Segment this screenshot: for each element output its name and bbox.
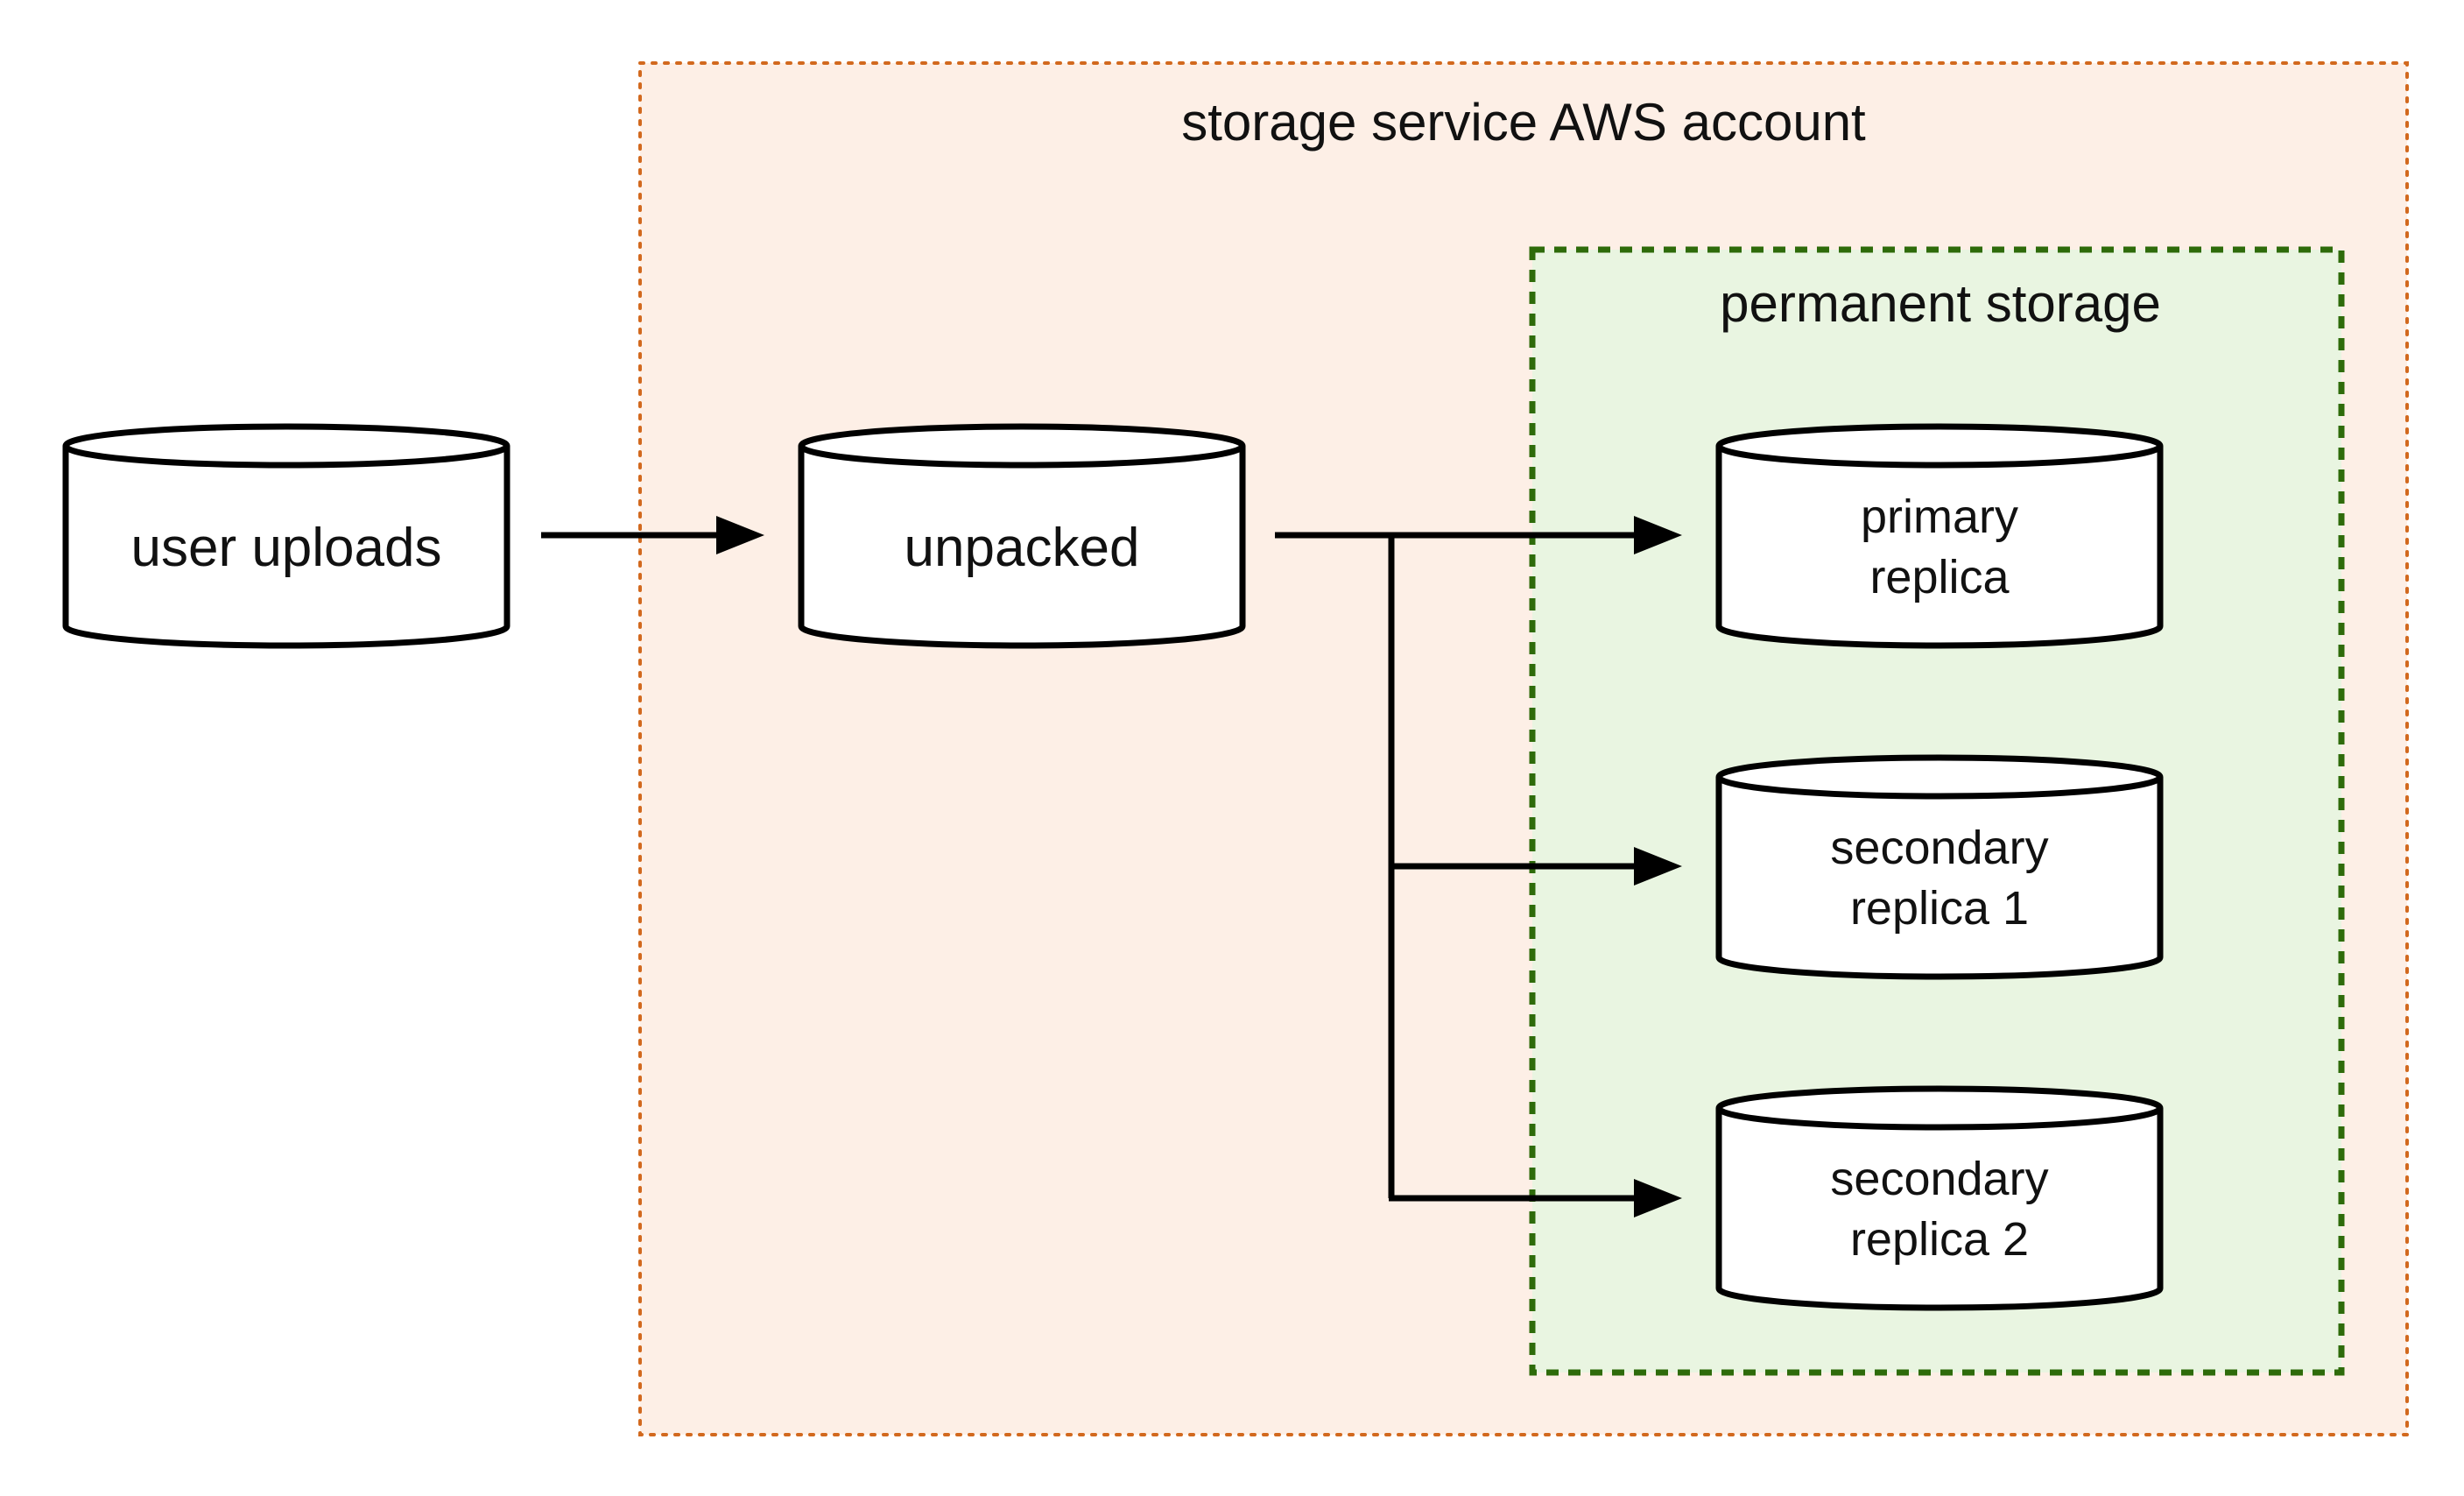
arrowhead-secondary-2 <box>1634 1179 1682 1217</box>
user-uploads-label: user uploads <box>130 518 441 578</box>
arrowhead-secondary-1 <box>1634 847 1682 886</box>
permanent-storage-title: permanent storage <box>1720 274 2161 333</box>
primary-replica-label-line-1: primary <box>1861 490 2018 543</box>
secondary-replica-1-cylinder: secondary replica 1 <box>1715 754 2164 980</box>
secondary-replica-2-label-line-1: secondary <box>1830 1153 2048 1205</box>
user-uploads-cylinder: user uploads <box>62 423 510 649</box>
secondary-replica-2-cylinder: secondary replica 2 <box>1715 1085 2164 1311</box>
primary-replica-label-line-2: replica <box>1869 551 2010 603</box>
primary-replica-cylinder: primary replica <box>1715 423 2164 649</box>
arrowhead-primary <box>1634 516 1682 554</box>
secondary-replica-2-label-line-2: replica 2 <box>1850 1213 2029 1266</box>
flow-lines <box>541 516 1682 1217</box>
unpacked-cylinder: unpacked <box>798 423 1246 649</box>
arrowhead-unpacked <box>716 516 764 554</box>
unpacked-label: unpacked <box>905 518 1140 578</box>
secondary-replica-1-label-line-1: secondary <box>1830 822 2048 874</box>
secondary-replica-1-label-line-2: replica 1 <box>1850 882 2029 935</box>
aws-account-title: storage service AWS account <box>1181 93 1866 152</box>
